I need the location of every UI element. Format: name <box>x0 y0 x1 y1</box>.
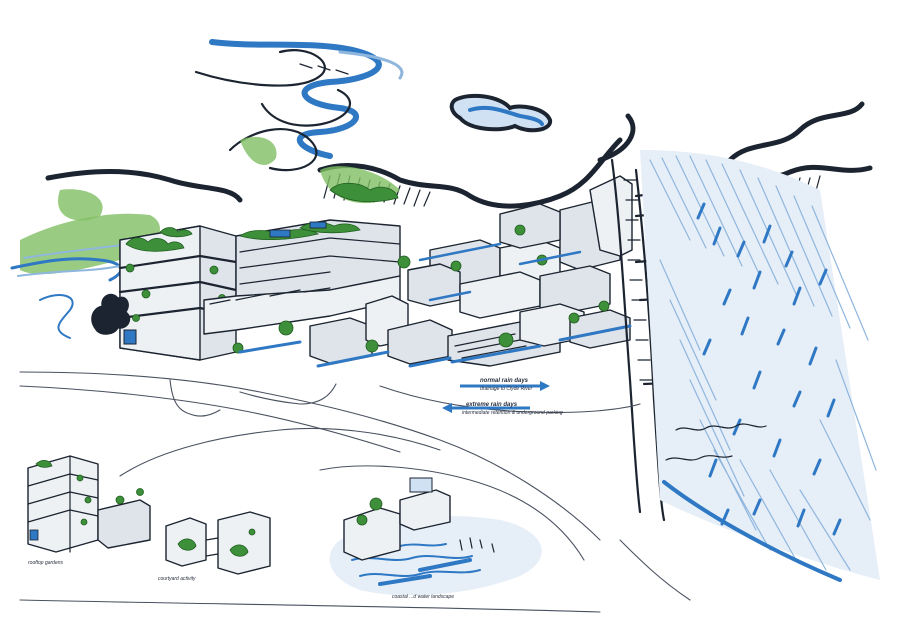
rain-hatch-zone <box>640 150 880 582</box>
normal-rain-detail: drainage to Clyde River <box>480 386 533 392</box>
green-roof-blocks <box>203 182 401 335</box>
extreme-rain-arrow <box>442 403 530 413</box>
vignette-courtyard-activity <box>165 511 271 575</box>
vignette-rooftop-gardens <box>27 455 151 553</box>
street-network <box>19 371 691 613</box>
vignette-coastal-landscape <box>329 477 542 596</box>
normal-rain-title: normal rain days <box>480 378 529 384</box>
lake <box>449 93 552 133</box>
extreme-rain-detail: intermediate retention & underground par… <box>462 410 563 416</box>
caption-rooftop-gardens: rooftop gardens <box>28 560 64 566</box>
river-meander <box>194 39 404 172</box>
extreme-rain-title: extreme rain days <box>466 402 518 408</box>
dark-tree <box>91 293 131 335</box>
town-buildings <box>232 175 633 368</box>
caption-courtyard-activity: courtyard activity <box>158 576 196 582</box>
terraced-tower <box>118 225 238 361</box>
normal-rain-arrow <box>460 381 550 391</box>
caption-coastal-landscape: coastal ...d water landscape <box>392 594 454 600</box>
